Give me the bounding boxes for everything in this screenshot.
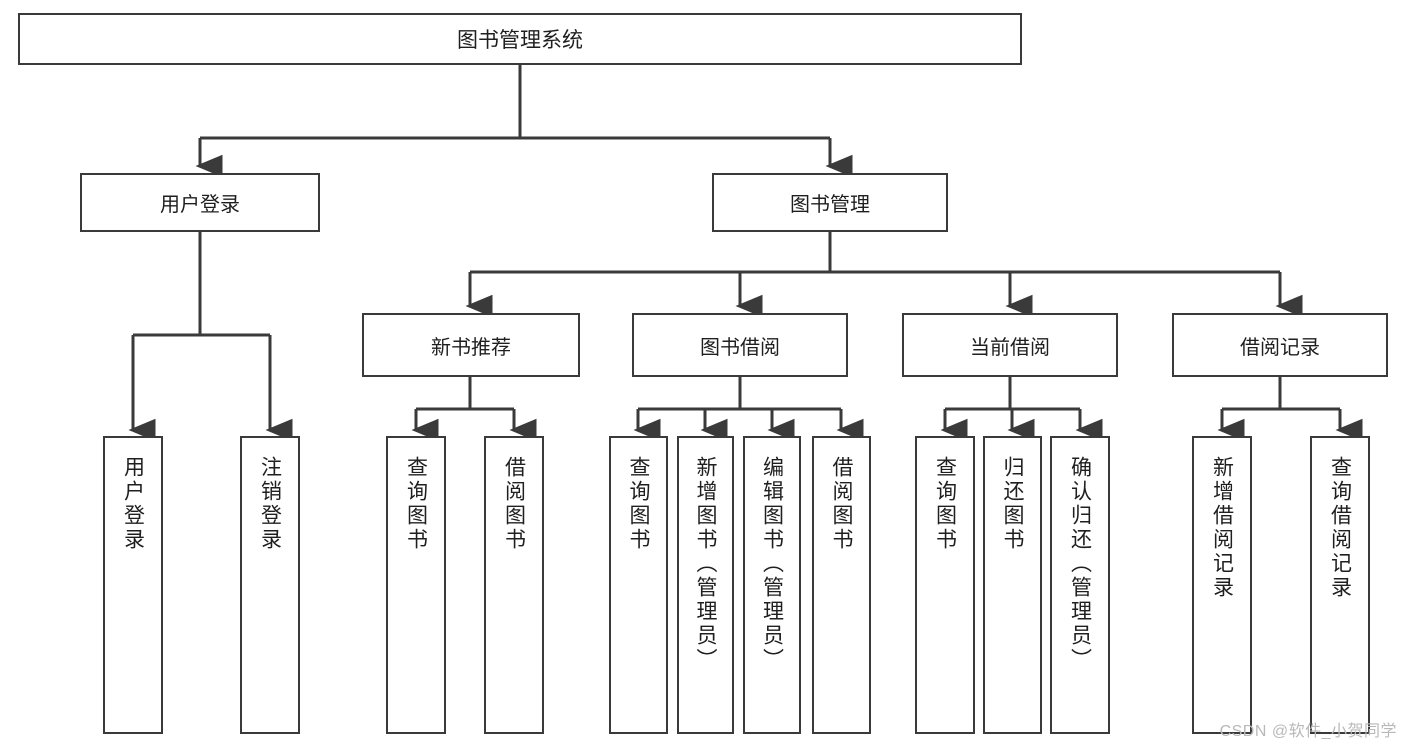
node-book-borrow-label: 图书借阅: [700, 336, 780, 359]
node-new-book-rec-label: 新书推荐: [431, 336, 511, 359]
node-leaf-query-record[interactable]: 查询借阅记录: [1310, 436, 1370, 734]
node-root[interactable]: 图书管理系统: [18, 13, 1022, 65]
node-leaf-edit-book[interactable]: 编辑图书（管理员）: [743, 436, 801, 734]
node-leaf-query-book-3-label: 查询图书: [933, 456, 957, 552]
node-leaf-query-book-1[interactable]: 查询图书: [386, 436, 446, 734]
node-book-manage[interactable]: 图书管理: [712, 173, 948, 232]
node-leaf-user-logout[interactable]: 注销登录: [240, 436, 300, 734]
node-current-borrow[interactable]: 当前借阅: [902, 313, 1118, 377]
node-leaf-query-book-3[interactable]: 查询图书: [915, 436, 975, 734]
node-leaf-add-record[interactable]: 新增借阅记录: [1192, 436, 1252, 734]
node-leaf-query-book-1-label: 查询图书: [404, 456, 428, 552]
node-leaf-add-record-label: 新增借阅记录: [1210, 456, 1234, 600]
node-current-borrow-label: 当前借阅: [970, 336, 1050, 359]
node-leaf-add-book-label: 新增图书（管理员）: [694, 456, 717, 672]
node-leaf-user-logout-label: 注销登录: [258, 456, 282, 552]
node-leaf-borrow-book-1[interactable]: 借阅图书: [484, 436, 544, 734]
node-borrow-record-label: 借阅记录: [1240, 336, 1320, 359]
node-leaf-borrow-book-2-label: 借阅图书: [830, 456, 853, 552]
node-user-login-label: 用户登录: [160, 194, 240, 216]
node-leaf-user-login-label: 用户登录: [121, 456, 145, 552]
node-leaf-return-book-label: 归还图书: [1001, 456, 1024, 552]
node-new-book-rec[interactable]: 新书推荐: [362, 313, 580, 377]
node-book-manage-label: 图书管理: [790, 194, 870, 216]
node-leaf-query-book-2-label: 查询图书: [627, 456, 650, 552]
node-leaf-return-book[interactable]: 归还图书: [983, 436, 1042, 734]
node-user-login[interactable]: 用户登录: [80, 173, 320, 232]
node-leaf-borrow-book-2[interactable]: 借阅图书: [812, 436, 871, 734]
node-leaf-user-login[interactable]: 用户登录: [103, 436, 163, 734]
node-leaf-borrow-book-1-label: 借阅图书: [502, 456, 526, 552]
watermark-text: CSDN @软件_小贺同学: [1219, 723, 1397, 740]
node-leaf-confirm-return[interactable]: 确认归还（管理员）: [1050, 436, 1110, 734]
node-root-label: 图书管理系统: [457, 29, 583, 52]
node-leaf-edit-book-label: 编辑图书（管理员）: [760, 456, 784, 672]
node-leaf-confirm-return-label: 确认归还（管理员）: [1068, 456, 1092, 672]
node-leaf-add-book[interactable]: 新增图书（管理员）: [677, 436, 734, 734]
node-leaf-query-record-label: 查询借阅记录: [1328, 456, 1352, 600]
node-book-borrow[interactable]: 图书借阅: [632, 313, 848, 377]
node-borrow-record[interactable]: 借阅记录: [1172, 313, 1388, 377]
node-leaf-query-book-2[interactable]: 查询图书: [609, 436, 668, 734]
